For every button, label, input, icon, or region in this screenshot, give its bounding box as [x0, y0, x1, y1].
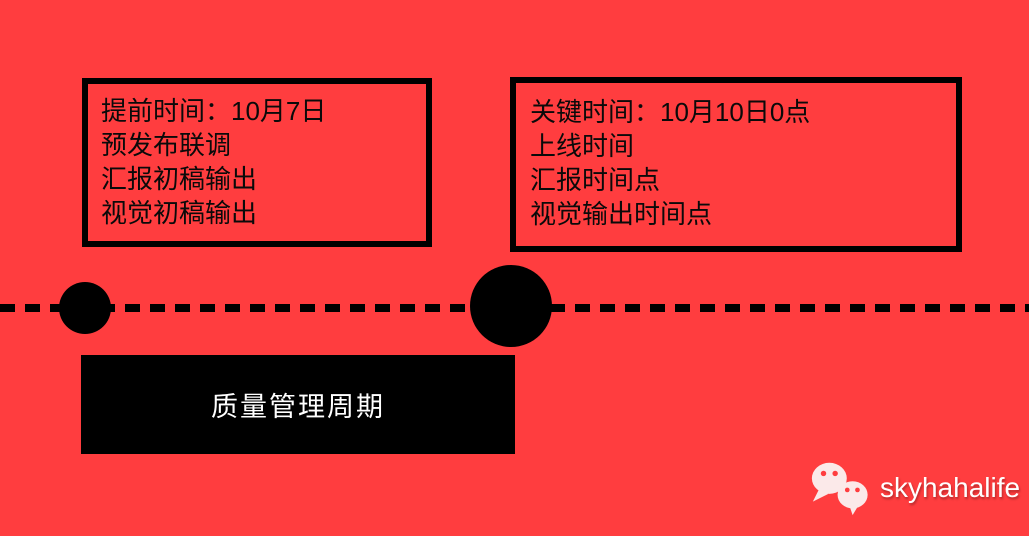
early-line-4: 视觉初稿输出 [101, 198, 258, 228]
watermark-text: skyhahalife [880, 472, 1021, 503]
milestone-box-early: 提前时间：10月7日 预发布联调 汇报初稿输出 视觉初稿输出 [82, 78, 432, 247]
quality-period-label: 质量管理周期 [211, 392, 385, 422]
timeline-node-small [59, 282, 111, 334]
key-line-4: 视觉输出时间点 [530, 199, 713, 229]
early-line-1: 提前时间：10月7日 [101, 96, 327, 126]
watermark: skyhahalife [808, 459, 1020, 517]
early-line-3: 汇报初稿输出 [101, 164, 258, 194]
key-line-2: 上线时间 [530, 131, 635, 161]
early-line-2: 预发布联调 [101, 130, 232, 160]
milestone-box-key: 关键时间：10月10日0点 上线时间 汇报时间点 视觉输出时间点 [510, 77, 962, 252]
quality-period-bar: 质量管理周期 [81, 355, 515, 454]
key-line-3: 汇报时间点 [530, 165, 661, 195]
key-line-1: 关键时间：10月10日0点 [530, 97, 811, 127]
timeline-node-large [470, 265, 552, 347]
wechat-logo-icon [811, 462, 868, 516]
